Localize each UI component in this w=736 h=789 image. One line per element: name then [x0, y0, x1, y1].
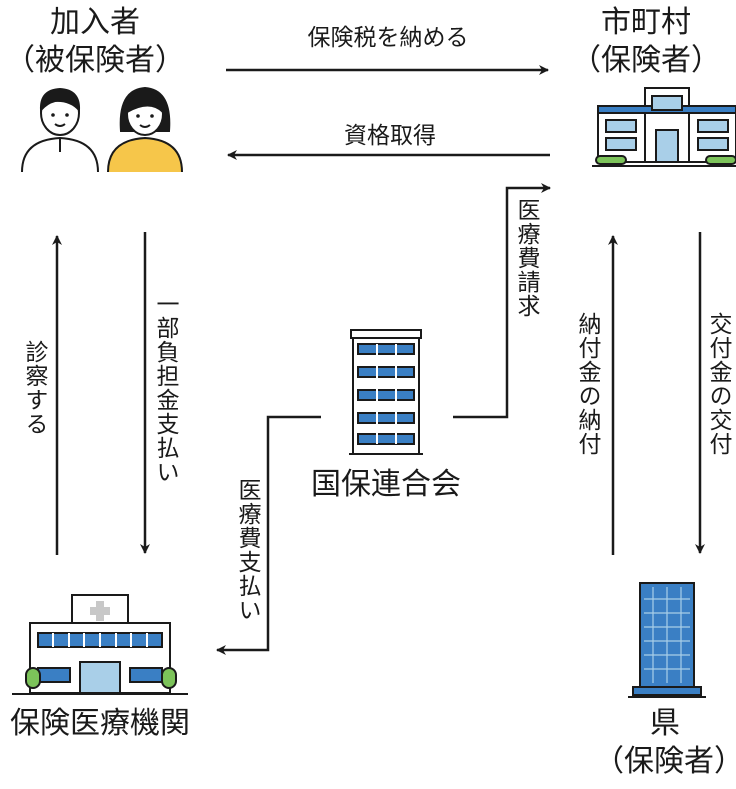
edge-label-acquire: 資格取得: [344, 123, 436, 149]
municipality-name: 市町村: [601, 5, 691, 40]
prefecture-label: 県 （保険者）: [594, 705, 736, 781]
federation-building-icon: [349, 329, 423, 455]
arrow-medical-claim: [453, 183, 551, 419]
prefecture-building-icon: [628, 582, 706, 698]
edge-label-medical-claim: 医療費請求: [513, 198, 539, 318]
arrow-medical-payment: [216, 415, 321, 655]
federation-label: 国保連合会: [311, 467, 461, 502]
municipality-sub: （保険者）: [571, 43, 721, 78]
prefecture-sub: （保険者）: [594, 744, 736, 779]
prefecture-name: 県: [650, 706, 680, 741]
edge-label-pay-tax: 保険税を納める: [307, 25, 469, 51]
insured-sub: （被保険者）: [5, 43, 185, 78]
edge-label-medical-payment: 医療費支払い: [234, 478, 260, 622]
municipality-building-icon: [592, 87, 736, 167]
edge-label-grant: 交付金の交付: [705, 312, 731, 456]
edge-label-consult: 診察する: [21, 340, 47, 436]
hospital-label: 保険医療機関: [10, 706, 190, 741]
insured-people-icon: [21, 86, 183, 173]
insured-label: 加入者 （被保険者）: [0, 4, 190, 80]
municipality-label: 市町村 （保険者）: [556, 4, 736, 80]
hospital-building-icon: [12, 594, 188, 695]
edge-label-copay: 一部負担金支払い: [152, 292, 178, 484]
edge-label-contribution: 納付金の納付: [574, 312, 600, 456]
insured-name: 加入者: [50, 5, 140, 40]
